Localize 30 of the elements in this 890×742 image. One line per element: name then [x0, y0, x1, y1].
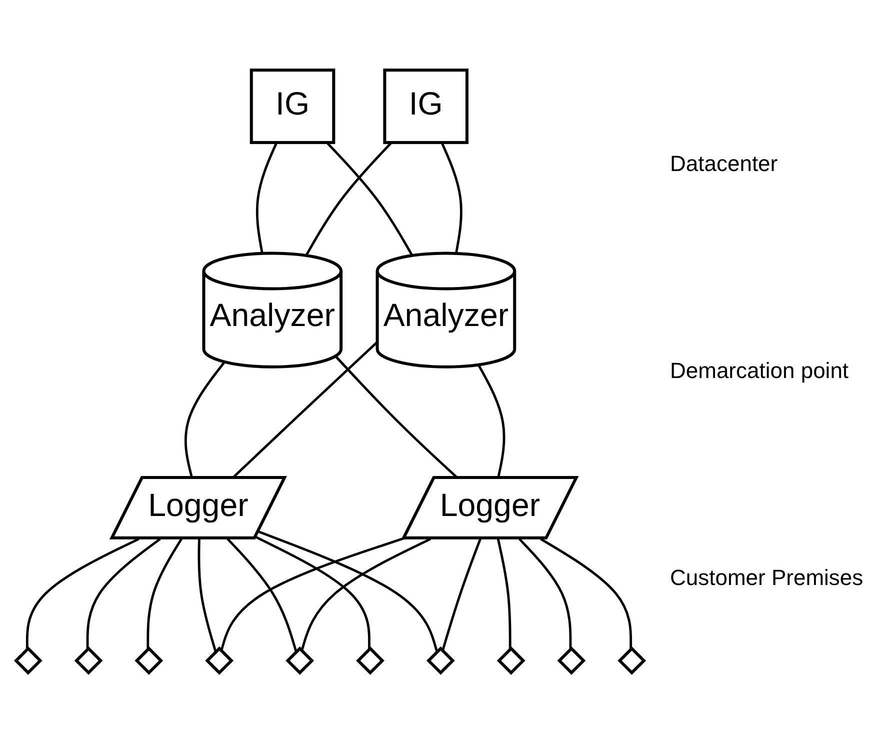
annotation-text: Demarcation point	[670, 358, 850, 384]
node-diamond	[134, 646, 164, 674]
connector	[300, 537, 432, 652]
node-diamond	[286, 646, 314, 674]
connector	[540, 537, 632, 648]
node-diamond	[618, 646, 646, 674]
node-diamond	[557, 646, 586, 674]
connector	[496, 538, 512, 648]
node-diamond	[74, 646, 103, 674]
node-diamond	[205, 646, 234, 674]
node-box: IG	[383, 68, 468, 144]
connector	[86, 538, 161, 648]
connector	[220, 536, 406, 652]
connector	[256, 142, 278, 254]
connector	[441, 538, 482, 652]
connector	[198, 538, 217, 652]
connector	[146, 538, 182, 648]
node-diamond	[14, 646, 42, 674]
annotation-text: Datacenter	[670, 150, 779, 177]
connector	[256, 536, 370, 648]
connector	[26, 537, 140, 648]
node-diamond	[356, 646, 384, 674]
connector	[440, 142, 462, 254]
node-diamond	[496, 646, 526, 674]
node-box: IG	[250, 68, 336, 144]
node-diamond	[426, 646, 455, 674]
connector	[518, 538, 572, 648]
connector	[226, 538, 298, 652]
connector	[258, 530, 438, 652]
annotation-text: Customer Premises	[670, 565, 864, 592]
